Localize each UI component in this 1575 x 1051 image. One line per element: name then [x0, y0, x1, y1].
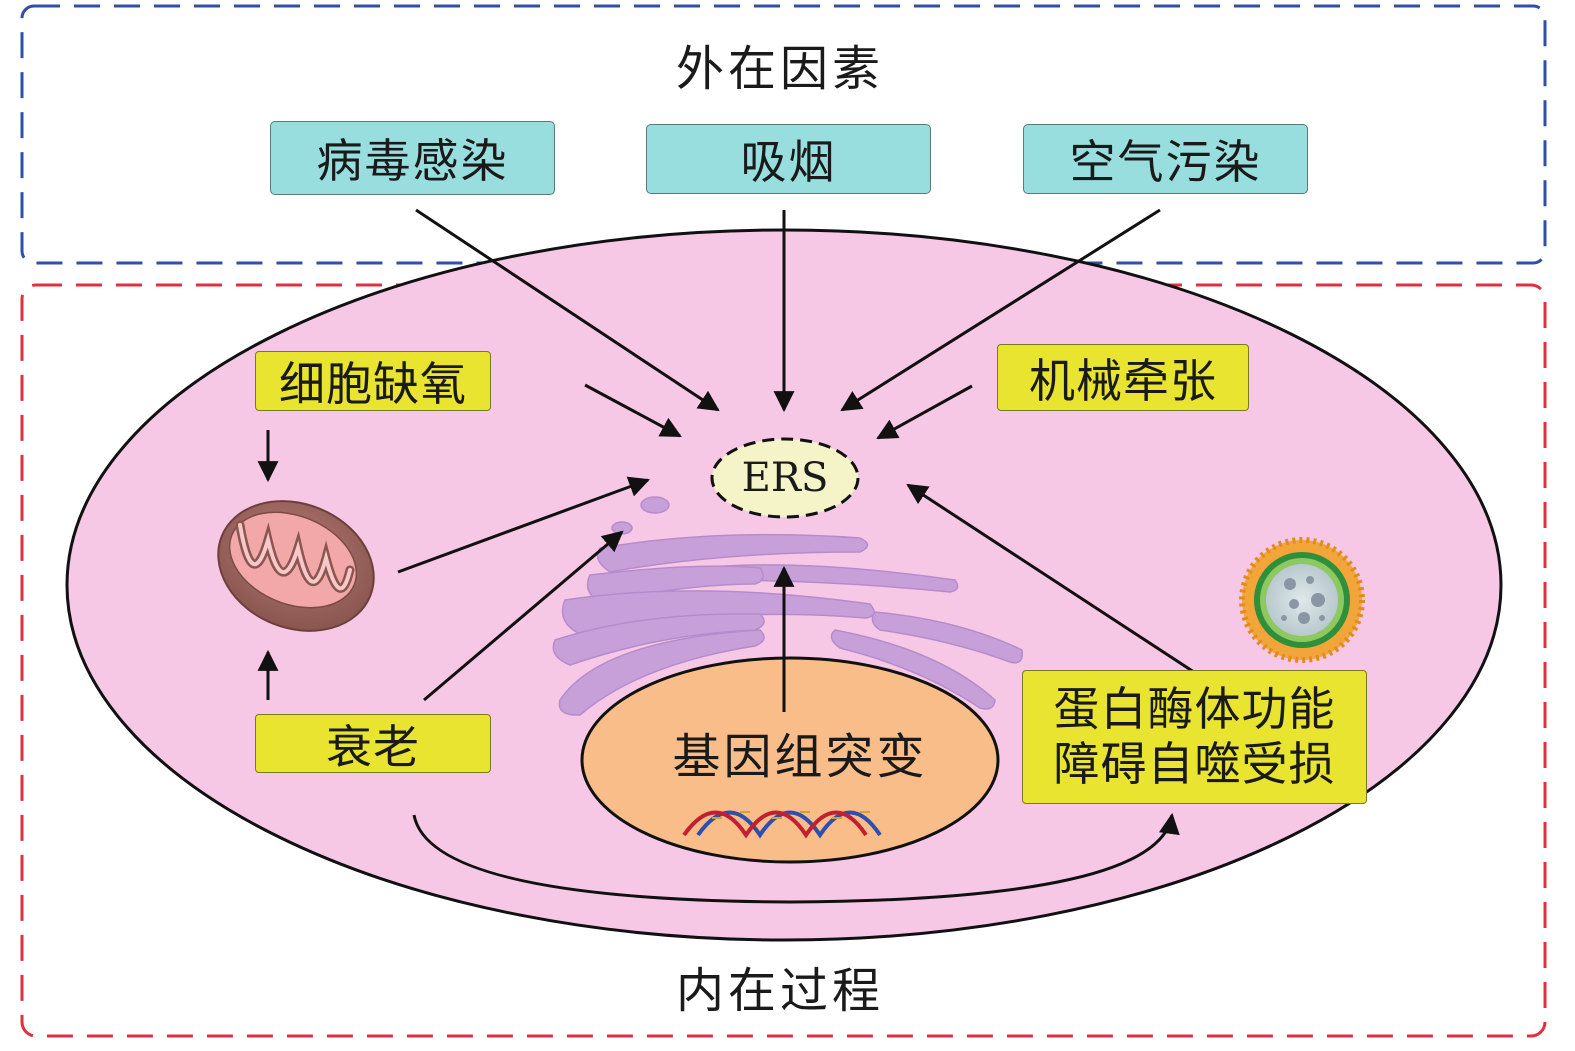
arrow-pollution-to-ers: [840, 208, 1161, 412]
dna-helix-icon: [682, 810, 882, 839]
extrinsic-region: [20, 4, 1547, 265]
arrow-aging-to-ers: [423, 530, 624, 702]
proteasome-line-1: 蛋白酶体功能: [1053, 681, 1336, 736]
ers-node: [710, 437, 860, 519]
proteasome-line-2: 障碍自噬受损: [1053, 737, 1336, 791]
factor-aging: 衰老: [255, 714, 491, 774]
factor-virus-infection: 病毒感染: [270, 121, 555, 195]
factor-proteasome-autophagy: 蛋白酶体功能 障碍自噬受损: [1022, 670, 1367, 804]
mitochondrion-icon: [217, 500, 375, 632]
arrow-mito-to-ers: [397, 476, 650, 574]
extrinsic-title: 外在因素: [675, 41, 884, 97]
arrow-virus-to-ers: [415, 208, 720, 412]
factor-mechanical-stretch: 机械牵张: [997, 344, 1249, 411]
intrinsic-title: 内在过程: [675, 963, 884, 1019]
arrow-hypoxia-to-ers: [584, 383, 682, 438]
factor-smoking: 吸烟: [646, 124, 931, 194]
arrow-stretch-to-ers: [876, 384, 973, 440]
nucleus: [580, 656, 1000, 864]
factor-cell-hypoxia: 细胞缺氧: [255, 351, 491, 411]
proteasome-icon: [1239, 537, 1365, 663]
arrow-proteasome-to-ers: [906, 483, 1201, 678]
ers-label: ERS: [741, 455, 829, 501]
golgi-icon: [552, 496, 1023, 716]
arrow-aging-to-proteasome: [412, 812, 1180, 904]
arrows: [257, 208, 1201, 904]
factor-air-pollution: 空气污染: [1023, 124, 1308, 194]
intrinsic-region: [20, 283, 1547, 1038]
genome-mutation-label: 基因组突变: [672, 729, 928, 785]
